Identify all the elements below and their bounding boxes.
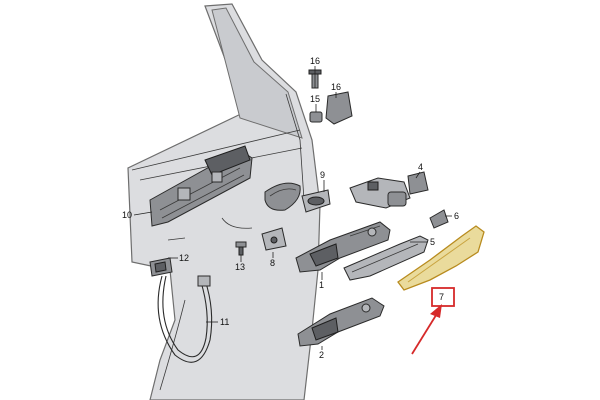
callout-6: 6 [454,211,459,221]
callout-4: 4 [418,162,423,172]
red-arrow-icon [411,304,442,355]
callout-2: 2 [319,350,324,360]
part-carrier-frame [149,145,253,227]
highlight-box [431,287,455,307]
part-gasket-9 [301,189,331,213]
callout-1: 1 [319,280,324,290]
callout-9: 9 [320,170,325,180]
part-seal-8 [261,227,287,251]
part-bowden-cable-11 [157,275,213,363]
callout-14: 16 [310,56,320,66]
door-panel [127,3,321,400]
callout-11: 11 [220,317,229,327]
part-clip-12 [149,237,186,277]
callout-15: 15 [310,94,320,104]
callout-labels: 16 15 16 10 9 4 6 5 1 2 8 13 12 11 7 [122,56,459,360]
part-clip-6 [429,209,449,229]
callout-8: 8 [270,258,275,268]
part-nut-15 [309,111,323,123]
part-handle-bracket-2 [297,297,385,347]
part-cap-16 [325,91,353,125]
callout-13: 13 [235,262,245,272]
handle-recess [264,182,301,211]
part-handle-bracket-1 [295,221,391,273]
part-handle-cover-7 [397,225,485,291]
callout-5: 5 [430,237,435,247]
part-outer-handle-5 [343,235,429,281]
callout-12: 12 [179,253,189,263]
callout-7: 7 [439,292,444,302]
callout-16: 16 [331,82,341,92]
leader-lines [133,66,452,350]
callout-10: 10 [122,210,132,220]
part-housing-top [349,177,411,209]
